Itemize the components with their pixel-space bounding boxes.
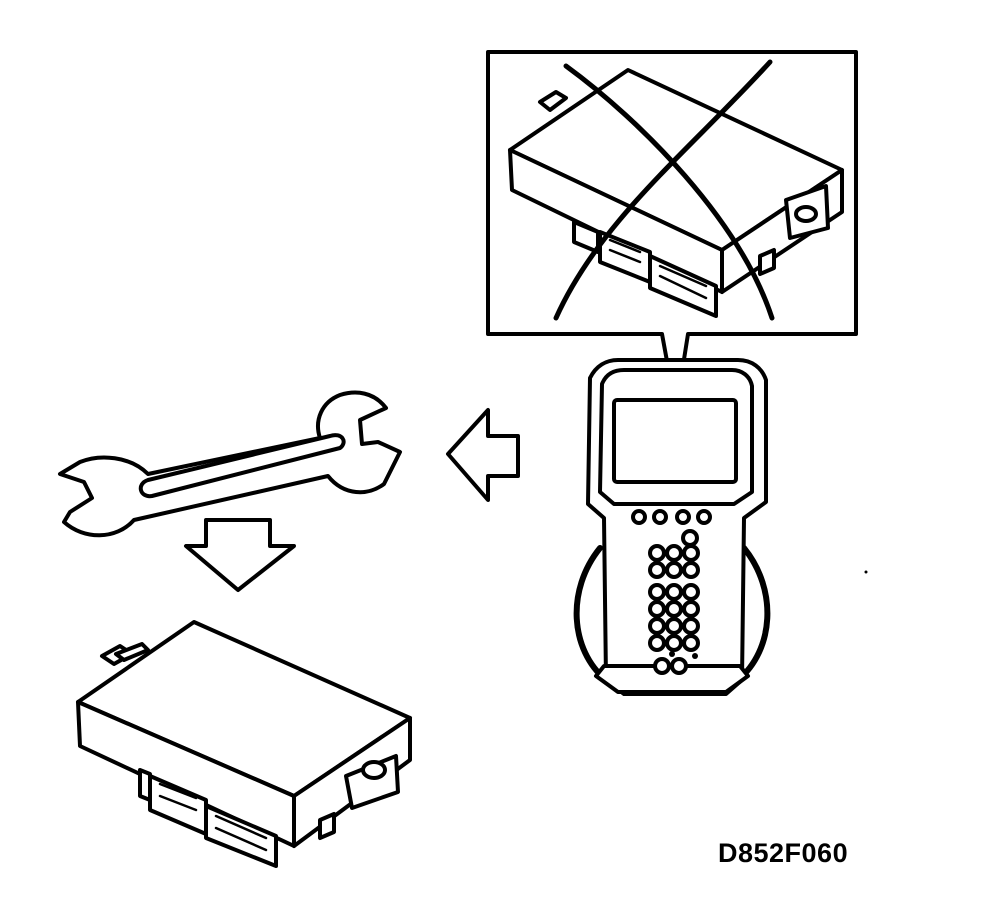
control-module-icon (76, 620, 412, 868)
figure-code: D852F060 (718, 838, 849, 868)
stray-mark (864, 570, 868, 574)
handheld-scan-tool-icon (573, 358, 771, 696)
old-module-callout (486, 50, 858, 412)
control-module-crossed-icon (508, 59, 844, 321)
arrow-down-icon (184, 518, 296, 592)
arrow-left-icon (446, 408, 520, 502)
wrench-icon (58, 390, 402, 538)
